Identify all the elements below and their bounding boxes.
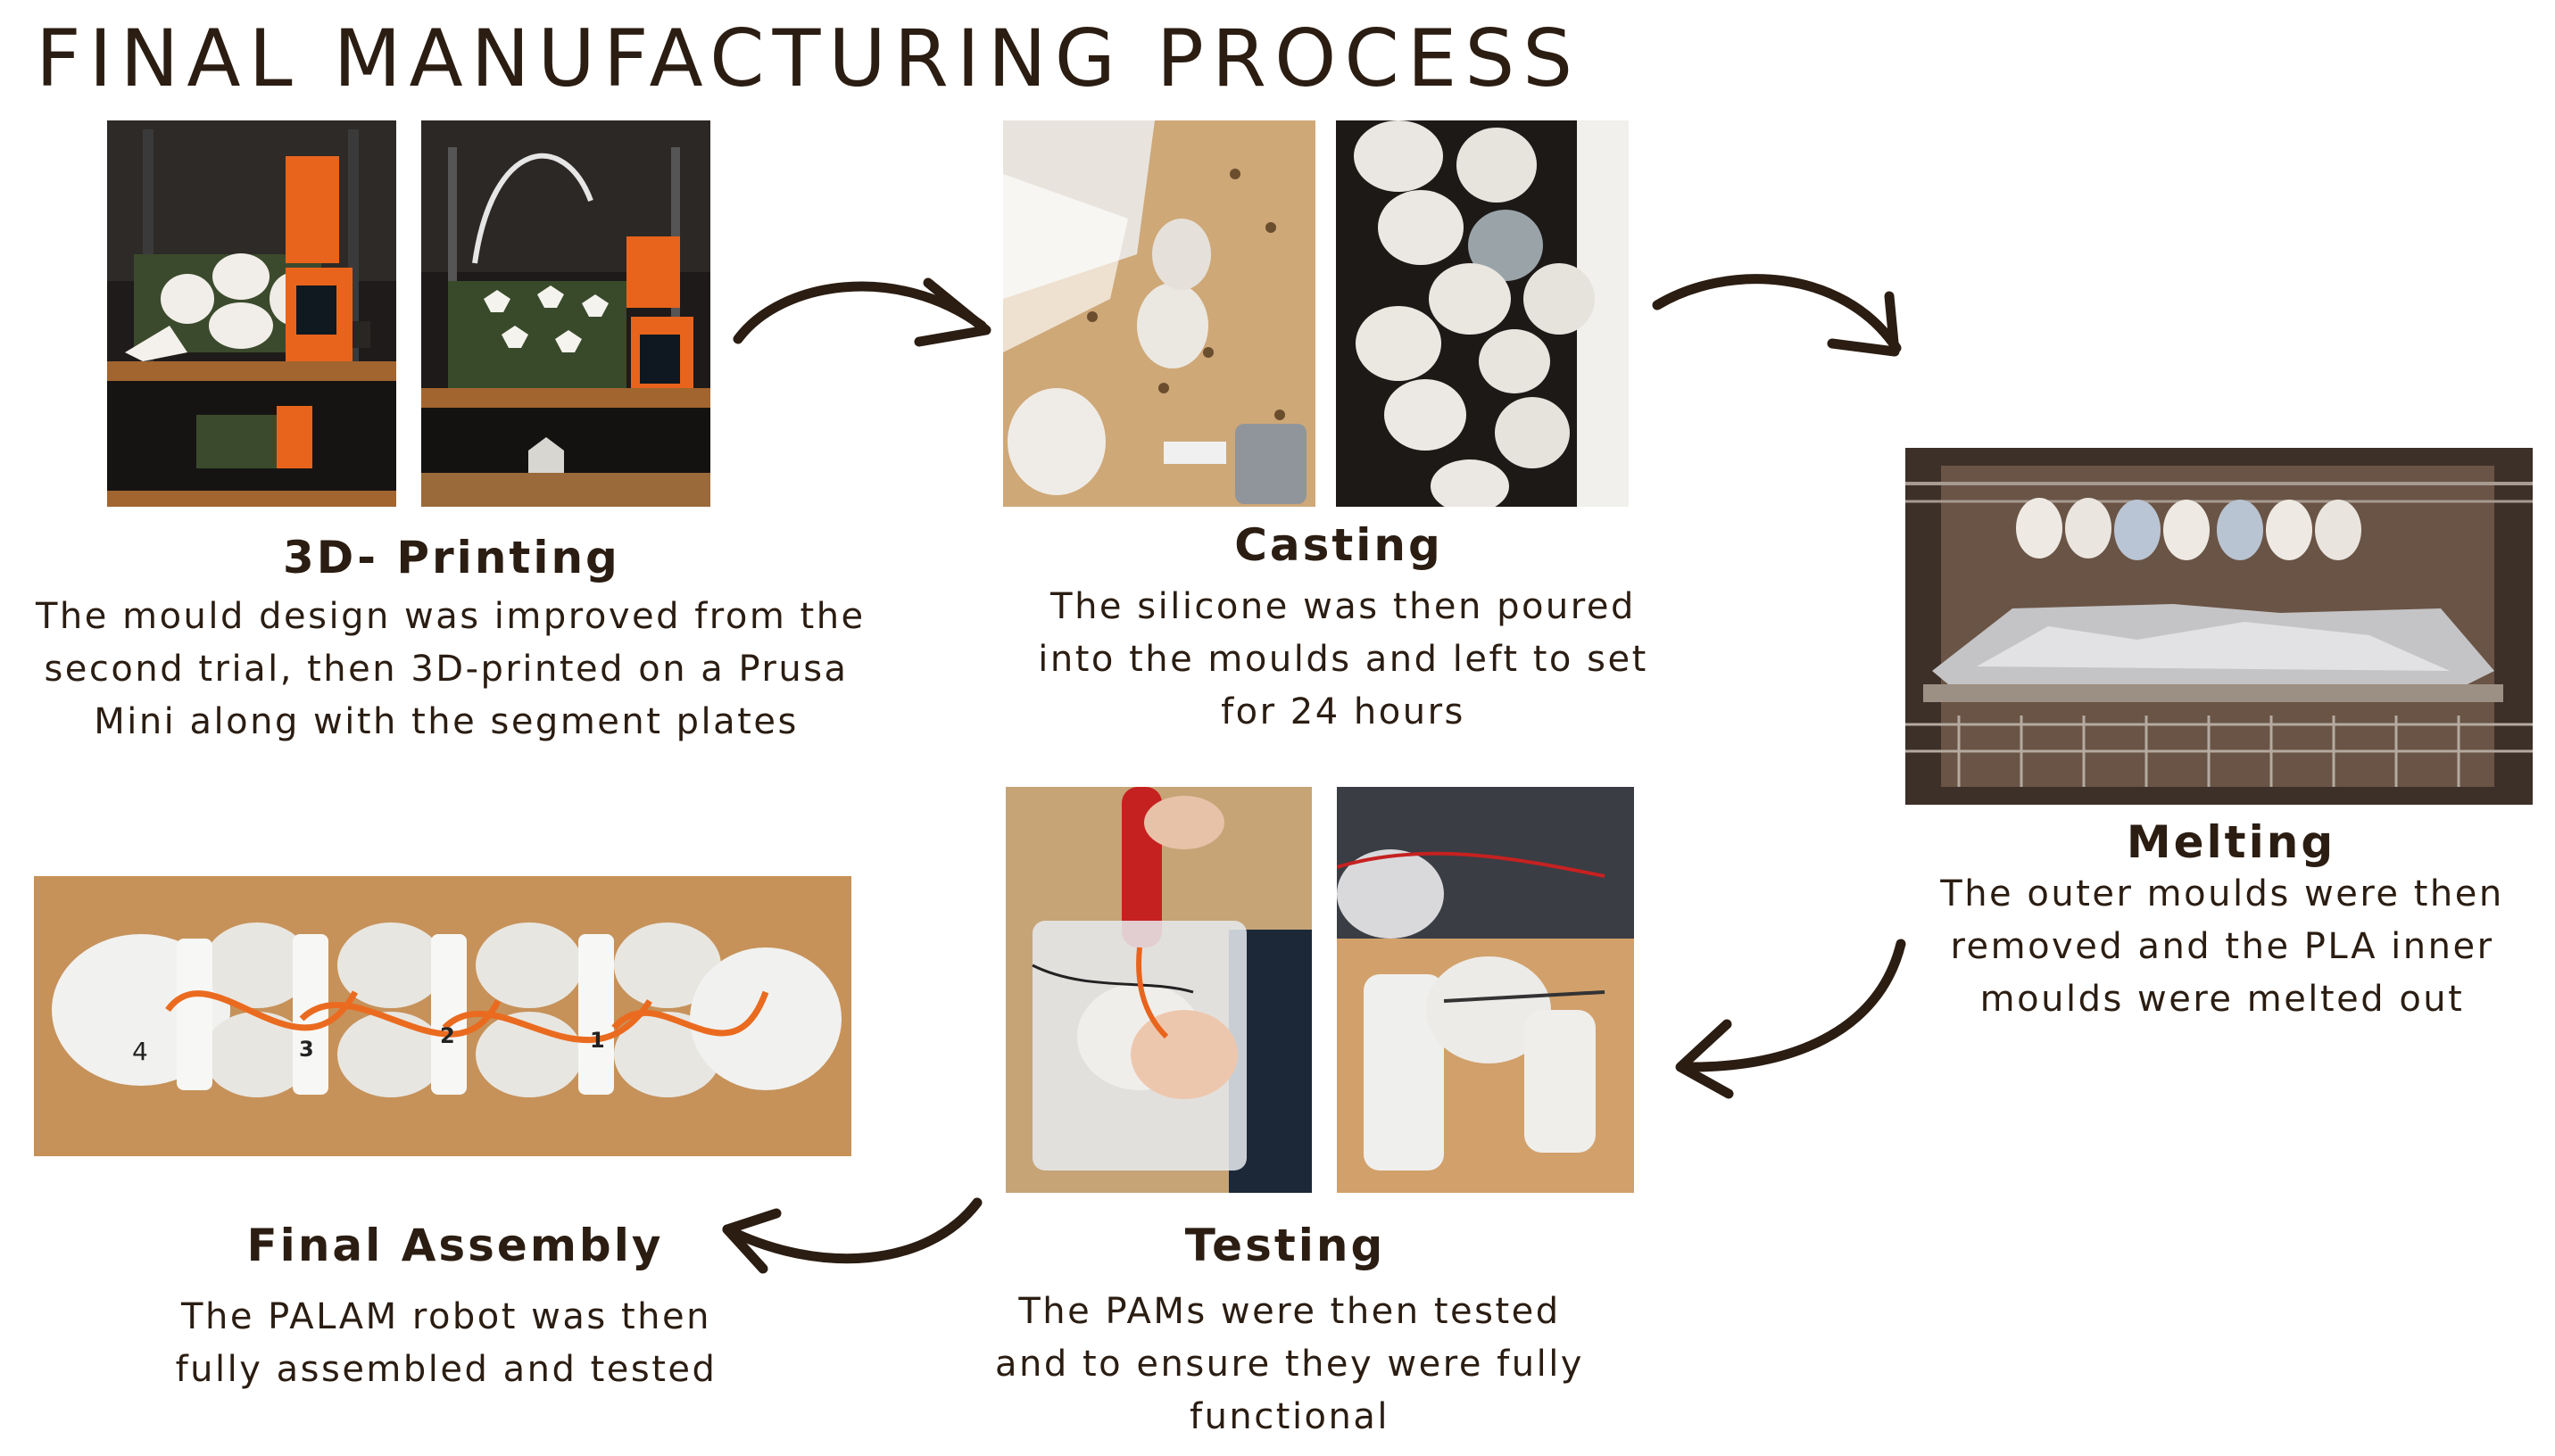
casting-description: The silicone was then poured into the mo…	[1038, 586, 1648, 732]
segment-label-1: 1	[590, 1028, 605, 1053]
testing-photo-2	[1337, 787, 1634, 1193]
assembly-title: Final Assembly	[246, 1220, 664, 1271]
melting-photo	[1905, 448, 2533, 805]
assembly-description: The PALAM robot was then fully assembled…	[175, 1296, 718, 1390]
printing-description: The mould design was improved from the s…	[36, 596, 866, 742]
casting-title: Casting	[1234, 519, 1443, 571]
segment-label-2: 2	[440, 1023, 455, 1048]
melting-title: Melting	[2126, 816, 2336, 868]
arrow-printing-to-casting	[733, 277, 991, 347]
page-title: FINAL MANUFACTURING PROCESS	[36, 12, 1581, 104]
casting-photo-1	[1003, 120, 1315, 507]
testing-photo-1	[1006, 787, 1312, 1193]
testing-description: The PAMs were then tested and to ensure …	[995, 1291, 1584, 1437]
arrow-melting-to-testing	[1675, 939, 1906, 1099]
printing-title: 3D- Printing	[283, 532, 620, 583]
segment-label-4: 4	[132, 1037, 148, 1066]
arrow-testing-to-assembly	[722, 1197, 983, 1274]
assembly-photo: 4 3 2 1	[34, 876, 851, 1156]
segment-label-3: 3	[299, 1037, 314, 1062]
testing-title: Testing	[1184, 1220, 1386, 1271]
melting-description: The outer moulds were then removed and t…	[1940, 873, 2504, 1020]
printer-photo-1	[107, 120, 396, 507]
casting-photo-2	[1336, 120, 1629, 507]
arrow-casting-to-melting	[1652, 274, 1902, 357]
printer-photo-2	[421, 120, 710, 507]
